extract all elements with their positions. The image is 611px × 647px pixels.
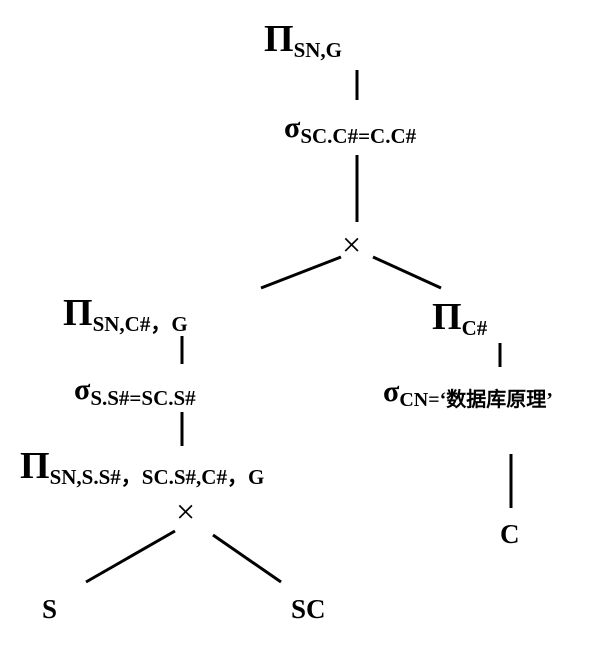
right-select-node: σCN=‘数据库原理’ [383,375,553,411]
leaf-relation-c: C [500,519,520,549]
projection-symbol: Π [264,18,294,60]
root-select-condition: SC.C#=C.C# [300,124,417,148]
edge-join-to-left-project [260,255,342,290]
right-project-attrs: C# [461,316,488,340]
bottom-cartesian-product: × [176,494,196,531]
projection-symbol: Π [432,296,462,338]
left-project-attrs: SN,C#，G [92,312,188,336]
edge-bottom-join-to-sc [212,533,282,584]
selection-symbol: σ [383,375,400,408]
selection-symbol: σ [284,111,301,144]
top-cartesian-product: × [342,227,362,264]
projection-symbol: Π [20,445,50,487]
root-select-node: σSC.C#=C.C# [284,111,416,147]
selection-symbol: σ [74,373,91,406]
left-select-condition: S.S#=SC.S# [90,386,196,410]
projection-symbol: Π [63,292,93,334]
right-project-node: ΠC# [432,296,487,339]
root-project-attrs: SN,G [293,38,342,62]
edge-join-to-right-project [372,255,442,290]
left-inner-project-node: ΠSN,S.S#，SC.S#,C#，G [20,445,264,488]
leaf-relation-s: S [42,594,58,624]
left-select-node: σS.S#=SC.S# [74,373,196,409]
leaf-relation-sc: SC [291,594,326,624]
right-select-condition: CN=‘数据库原理’ [399,389,553,411]
edge-bottom-join-to-s [85,529,176,584]
root-project-node: ΠSN,G [264,18,342,61]
left-project-node: ΠSN,C#，G [63,292,188,335]
left-inner-project-attrs: SN,S.S#，SC.S#,C#，G [49,465,265,489]
